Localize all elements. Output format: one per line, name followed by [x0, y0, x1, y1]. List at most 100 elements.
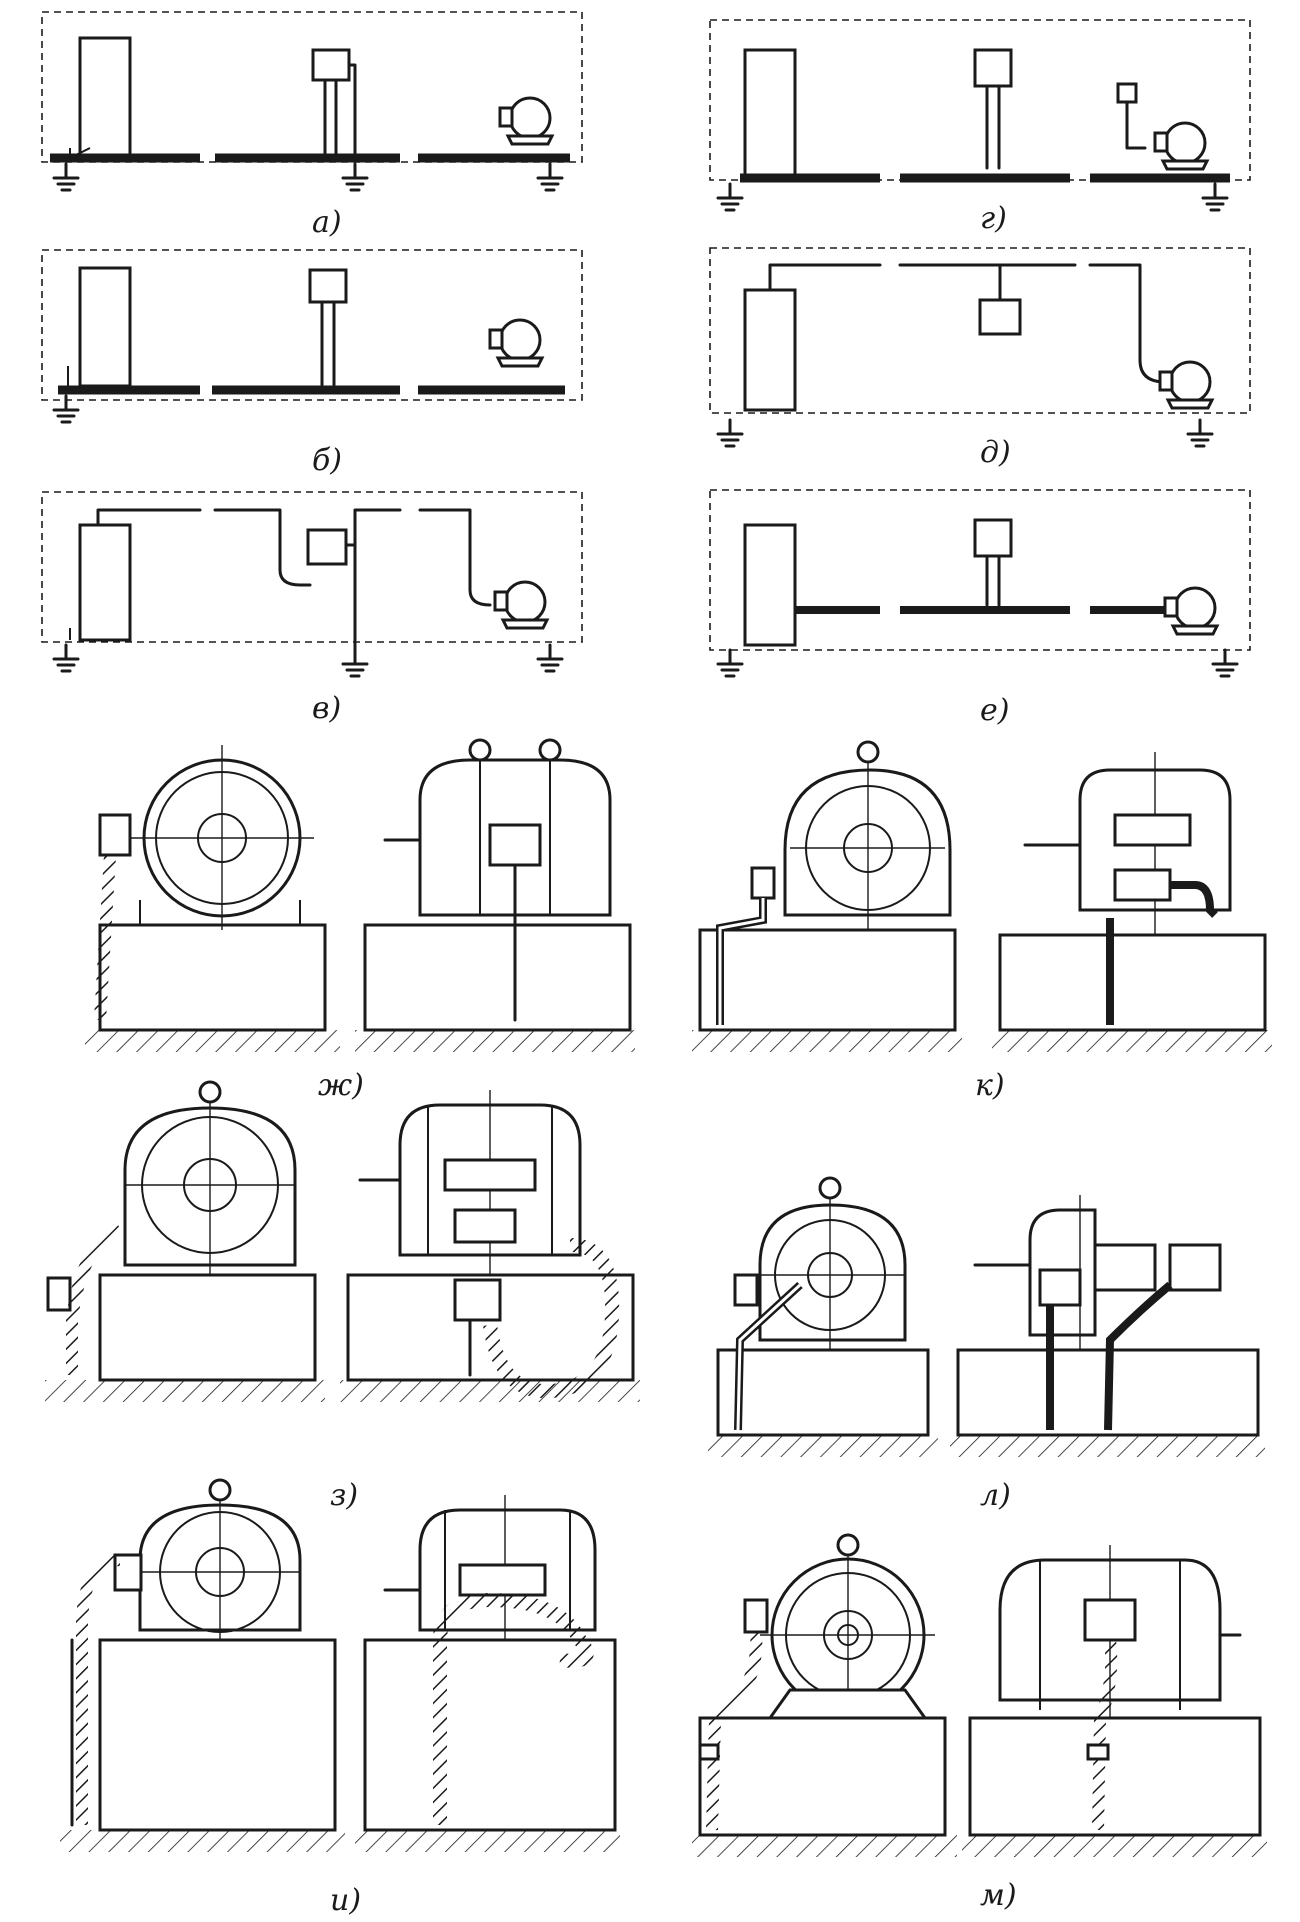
ground-symbol	[1211, 648, 1239, 678]
ground-symbol	[1186, 418, 1214, 448]
panel-g: г)	[709, 19, 1251, 236]
panel-label: е)	[980, 693, 1009, 728]
ground-symbol	[536, 643, 564, 673]
panel-label: б)	[312, 443, 342, 478]
motor	[498, 96, 554, 146]
lifting-eye	[198, 1080, 222, 1104]
terminal-box	[743, 1598, 769, 1634]
panel-d: д)	[709, 247, 1251, 470]
flexible-grounding-lead	[66, 1219, 122, 1375]
ground-symbol	[52, 643, 80, 673]
control-box	[311, 48, 351, 82]
lifting-eye	[468, 738, 492, 762]
panel-label: г)	[980, 201, 1007, 236]
ground-hatch	[45, 1380, 325, 1402]
control-box	[306, 528, 348, 566]
ground-hatch	[340, 1380, 640, 1402]
ground-symbol	[341, 162, 369, 192]
flexible-grounding-lead	[76, 1554, 121, 1825]
switchboard-cabinet	[78, 36, 132, 160]
panel-k: к)	[692, 740, 1272, 1103]
panel-a: а)	[41, 11, 583, 240]
motor	[488, 318, 544, 368]
switchboard-cabinet	[78, 266, 132, 388]
motor	[1163, 586, 1219, 636]
foundation	[698, 1716, 947, 1837]
lifting-eye	[538, 738, 562, 762]
lifting-eye	[836, 1533, 860, 1557]
ground-hatch	[692, 1835, 957, 1857]
panel-l: л)	[708, 1176, 1265, 1513]
motor-front	[758, 1203, 907, 1342]
panel-e: е)	[709, 489, 1251, 728]
panel-label: л)	[980, 1478, 1011, 1513]
panel-i: и)	[60, 1478, 620, 1918]
motor	[1158, 360, 1214, 410]
ground-hatch	[962, 1835, 1267, 1857]
foundation	[968, 1716, 1262, 1837]
terminal-box	[98, 813, 132, 857]
flexible-grounding-lead	[706, 1631, 763, 1831]
ground-symbol	[716, 182, 744, 212]
terminal-box	[1038, 1268, 1082, 1307]
flexible-grounding-lead	[94, 854, 116, 1021]
room-outline	[41, 491, 583, 643]
room-outline	[41, 249, 583, 401]
panel-label: и)	[330, 1883, 361, 1918]
ground-hatch	[85, 1030, 340, 1052]
room-outline	[709, 19, 1251, 181]
foundation	[363, 923, 632, 1032]
terminal-box	[750, 866, 776, 900]
ground-symbol	[716, 418, 744, 448]
panel-label: з)	[330, 1478, 358, 1513]
panel-b: б)	[41, 249, 583, 478]
ground-symbol	[341, 648, 369, 678]
foundation	[698, 928, 957, 1032]
control-box	[973, 48, 1013, 88]
foundation	[98, 1638, 337, 1832]
control-box	[973, 518, 1013, 558]
foundation	[363, 1638, 617, 1832]
panel-label: ж)	[318, 1068, 364, 1103]
foundation	[98, 1273, 317, 1382]
panel-label: а)	[312, 205, 342, 240]
pushbutton-box	[1116, 82, 1138, 104]
switchboard-cabinet	[743, 288, 797, 412]
panel-zh: ж)	[85, 738, 635, 1103]
grounding-conductor	[96, 508, 312, 587]
foundation	[998, 933, 1267, 1032]
ground-hatch	[355, 1030, 635, 1052]
switchboard-cabinet	[78, 523, 132, 642]
room-outline	[709, 247, 1251, 414]
switchboard-cabinet	[743, 523, 797, 647]
control-box	[308, 268, 348, 304]
panel-label: к)	[975, 1068, 1005, 1103]
panel-label: в)	[312, 691, 341, 726]
ground-symbol	[536, 162, 564, 192]
terminal-box	[1113, 868, 1172, 902]
switchboard-cabinet	[743, 48, 797, 180]
foundation	[716, 1348, 930, 1437]
terminal-box	[453, 1278, 502, 1322]
panel-m: м)	[692, 1533, 1267, 1913]
terminal-box	[46, 1276, 72, 1312]
panel-v: в)	[41, 491, 583, 726]
grounding-conductor	[768, 263, 1167, 384]
ground-hatch	[708, 1435, 938, 1457]
flexible-grounding-lead	[1092, 1639, 1118, 1831]
panel-label: м)	[980, 1878, 1017, 1913]
ground-hatch	[950, 1435, 1265, 1457]
terminal-box	[488, 823, 542, 867]
room-outline	[709, 489, 1251, 651]
panel-z: з)	[45, 1080, 640, 1513]
lifting-eye	[856, 740, 880, 764]
lifting-eye	[818, 1176, 842, 1200]
ground-hatch	[992, 1030, 1272, 1052]
motor	[493, 580, 549, 630]
ground-symbol	[1201, 182, 1229, 212]
foundation	[98, 923, 327, 1032]
panel-label: д)	[980, 435, 1011, 470]
motor	[1153, 121, 1209, 171]
ground-symbol	[716, 648, 744, 678]
